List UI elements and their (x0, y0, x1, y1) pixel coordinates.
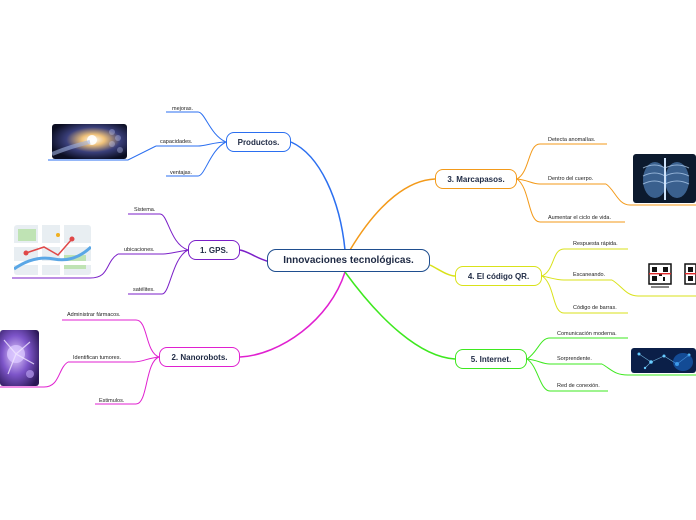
leaf-line-gps-1 (128, 214, 188, 250)
branch-nanorobots[interactable]: 2. Nanorobots. (159, 347, 240, 367)
network-image (631, 348, 696, 373)
branch-internet[interactable]: 5. Internet. (455, 349, 527, 369)
leaf-productos-capacidades[interactable]: capacidades. (160, 138, 192, 146)
connector-internet (345, 272, 455, 359)
leaf-qr-escaneando[interactable]: Escaneando. (573, 271, 605, 279)
leaf-qr-respuesta[interactable]: Respuesta rápida. (573, 240, 618, 248)
branch-productos[interactable]: Productos. (226, 132, 291, 152)
leaf-marca-ciclo[interactable]: Aumentar el ciclo de vida. (548, 214, 611, 222)
leaf-line-nano-1 (62, 320, 159, 357)
leaf-internet-sorprendente[interactable]: Sorprendente. (557, 355, 592, 363)
nanorobot-image (0, 330, 39, 386)
connector-marcapasos (350, 179, 435, 250)
central-topic[interactable]: Innovaciones tecnológicas. (267, 249, 430, 272)
branch-marcapasos[interactable]: 3. Marcapasos. (435, 169, 517, 189)
leaf-internet-comunicacion[interactable]: Comunicación moderna. (557, 330, 617, 338)
qr-code-image (645, 261, 696, 291)
leaf-qr-barras[interactable]: Código de barras. (573, 304, 617, 312)
connector-gps (240, 250, 270, 262)
leaf-line-marca-1 (517, 144, 607, 179)
connector-qr (430, 265, 455, 276)
leaf-marca-anomalias[interactable]: Detecta anomalías. (548, 136, 595, 144)
leaf-productos-mejoras[interactable]: mejoras. (172, 105, 193, 113)
leaf-nano-farmacos[interactable]: Administrar fármacos. (67, 311, 121, 319)
leaf-internet-red[interactable]: Red de conexión. (557, 382, 600, 390)
leaf-marca-cuerpo[interactable]: Dentro del cuerpo. (548, 175, 593, 183)
leaf-gps-satelites[interactable]: satélites. (133, 286, 155, 294)
xray-image (633, 154, 696, 203)
leaf-nano-tumores[interactable]: Identifican tumores. (73, 354, 121, 362)
map-image (14, 225, 91, 275)
leaf-gps-ubicaciones[interactable]: ubicaciones. (124, 246, 155, 254)
connector-productos (291, 142, 345, 250)
leaf-gps-sistema[interactable]: Sistema. (134, 206, 155, 214)
connector-nanorobots (240, 272, 345, 357)
leaf-productos-ventajas[interactable]: ventajas. (170, 169, 192, 177)
branch-qr[interactable]: 4. El código QR. (455, 266, 542, 286)
tech-hand-image (52, 124, 127, 159)
leaf-nano-estimulos[interactable]: Estimulos. (99, 397, 124, 405)
branch-gps[interactable]: 1. GPS. (188, 240, 240, 260)
